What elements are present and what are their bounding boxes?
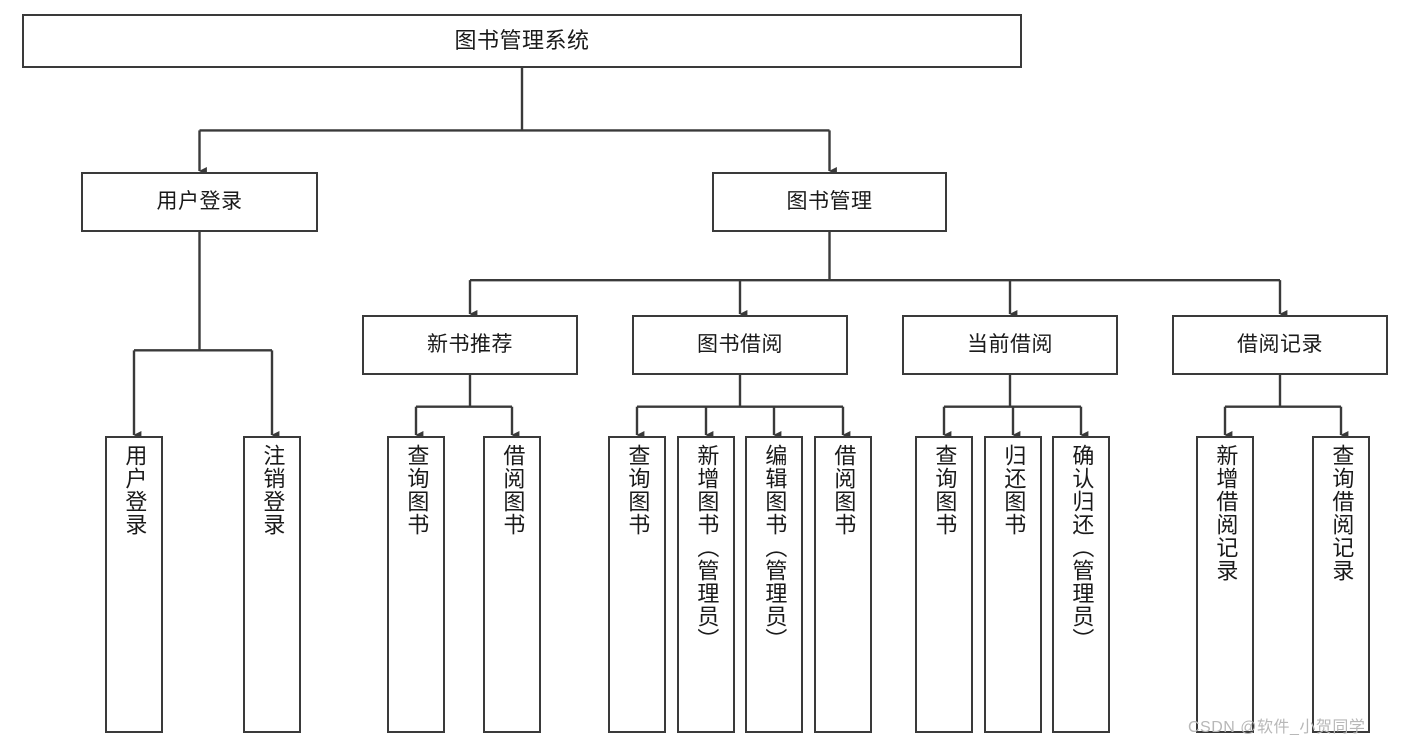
node-leaf-7[interactable]: 编辑图书（管理员）	[745, 436, 803, 733]
node-label: 新书推荐	[427, 333, 513, 357]
node-label: 借阅图书	[831, 444, 857, 536]
node-label: 查询图书	[932, 444, 958, 536]
node-label: 查询借阅记录	[1329, 444, 1355, 582]
node-label: 注销登录	[260, 444, 286, 536]
node-leaf-2[interactable]: 注销登录	[243, 436, 301, 733]
node-label: 确认归还（管理员）	[1069, 444, 1095, 651]
node-label: 借阅图书	[500, 444, 526, 536]
node-label: 图书借阅	[697, 333, 783, 357]
node-label: 查询图书	[625, 444, 651, 536]
node-label: 编辑图书（管理员）	[762, 444, 788, 651]
node-borrow[interactable]: 图书借阅	[632, 315, 848, 375]
node-label: 图书管理	[786, 190, 873, 214]
node-current[interactable]: 当前借阅	[902, 315, 1118, 375]
node-label: 借阅记录	[1237, 333, 1323, 357]
node-leaf-4[interactable]: 借阅图书	[483, 436, 541, 733]
node-label: 图书管理系统	[454, 27, 590, 53]
node-label: 查询图书	[404, 444, 430, 536]
node-bookmgmt[interactable]: 图书管理	[712, 172, 947, 232]
node-newbook[interactable]: 新书推荐	[362, 315, 578, 375]
node-login[interactable]: 用户登录	[81, 172, 318, 232]
node-label: 用户登录	[156, 190, 243, 214]
node-label: 归还图书	[1001, 444, 1027, 536]
node-leaf-5[interactable]: 查询图书	[608, 436, 666, 733]
node-leaf-11[interactable]: 确认归还（管理员）	[1052, 436, 1110, 733]
node-label: 新增借阅记录	[1213, 444, 1239, 582]
node-leaf-3[interactable]: 查询图书	[387, 436, 445, 733]
node-leaf-8[interactable]: 借阅图书	[814, 436, 872, 733]
node-leaf-1[interactable]: 用户登录	[105, 436, 163, 733]
node-label: 当前借阅	[967, 333, 1053, 357]
node-leaf-13[interactable]: 查询借阅记录	[1312, 436, 1370, 733]
node-leaf-9[interactable]: 查询图书	[915, 436, 973, 733]
node-records[interactable]: 借阅记录	[1172, 315, 1388, 375]
node-leaf-12[interactable]: 新增借阅记录	[1196, 436, 1254, 733]
node-label: 新增图书（管理员）	[694, 444, 720, 651]
node-root[interactable]: 图书管理系统	[22, 14, 1022, 68]
node-label: 用户登录	[122, 444, 148, 536]
node-leaf-10[interactable]: 归还图书	[984, 436, 1042, 733]
node-leaf-6[interactable]: 新增图书（管理员）	[677, 436, 735, 733]
